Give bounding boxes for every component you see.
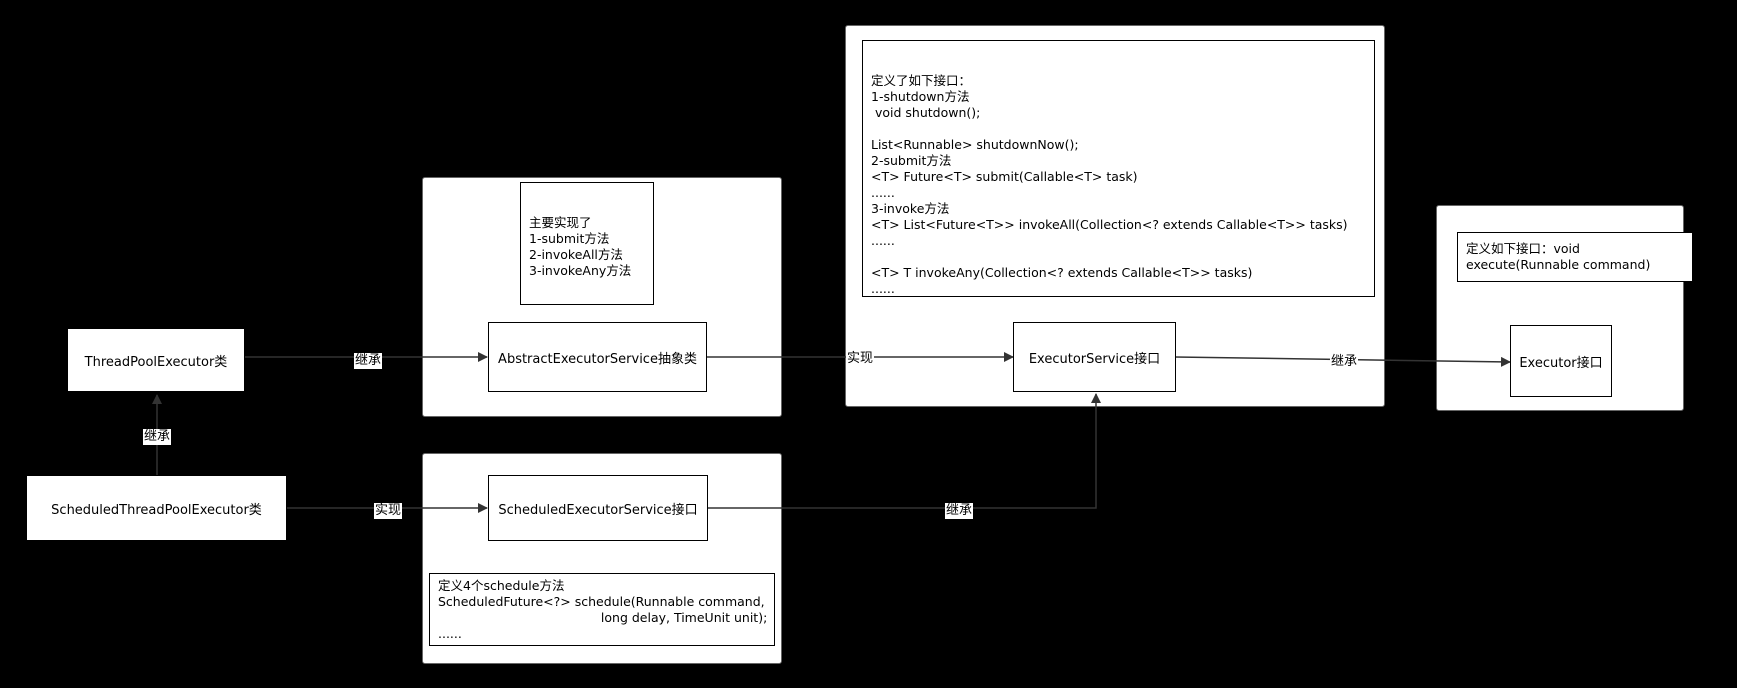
edge-label-ses-to-es: 继承	[944, 503, 974, 519]
scheduled-methods-note: 定义4个schedule方法 ScheduledFuture<?> schedu…	[429, 573, 775, 646]
scheduled-thread-pool-executor-node[interactable]: ScheduledThreadPoolExecutor类	[26, 475, 287, 541]
thread-pool-executor-node[interactable]: ThreadPoolExecutor类	[67, 328, 245, 392]
executor-methods-note: 定义如下接口：void execute(Runnable command)	[1457, 232, 1693, 282]
edge-ses-to-es	[707, 393, 1101, 509]
edge-label-es-to-executor: 继承	[1329, 354, 1359, 370]
edge-label-tpe-to-aes: 继承	[353, 353, 383, 369]
edge-label-stpe-to-tpe: 继承	[142, 429, 172, 445]
abstract-executor-service-node[interactable]: AbstractExecutorService抽象类	[488, 322, 707, 392]
executor-service-node[interactable]: ExecutorService接口	[1013, 322, 1176, 392]
executor-node[interactable]: Executor接口	[1510, 325, 1612, 397]
edge-label-aes-to-es: 实现	[845, 351, 875, 367]
executor-service-methods-note: 定义了如下接口： 1-shutdown方法 void shutdown(); L…	[862, 40, 1375, 297]
scheduled-executor-service-node[interactable]: ScheduledExecutorService接口	[488, 475, 708, 541]
edge-label-stpe-to-ses: 实现	[373, 503, 403, 519]
abstract-impl-note: 主要实现了 1-submit方法 2-invokeAll方法 3-invokeA…	[520, 182, 654, 305]
